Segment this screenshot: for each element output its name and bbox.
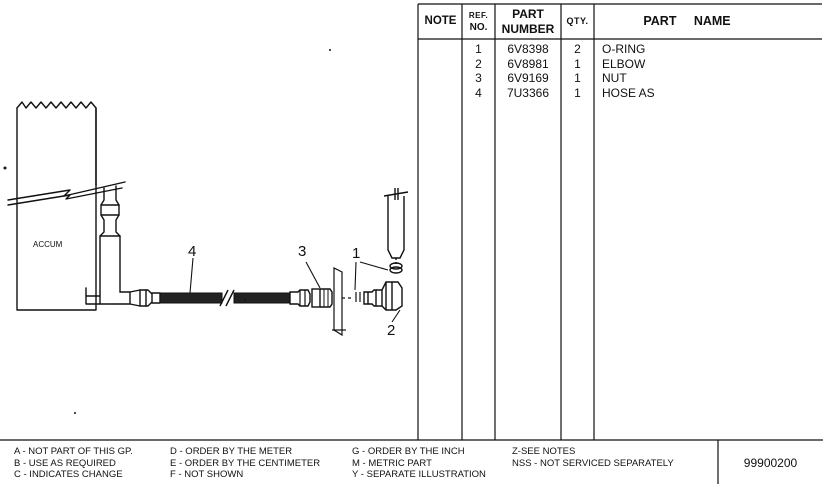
legend-col-4: Z-SEE NOTES NSS - NOT SERVICED SEPARATEL… [512,446,674,469]
accum-label: ACCUM [33,240,63,249]
legend-item: F - NOT SHOWN [170,469,244,480]
hose-fitting-left [129,289,153,307]
legend-item: G - ORDER BY THE INCH [352,446,465,457]
speck-dots [3,49,331,414]
ref-cell: 4 [475,85,482,100]
part-number-cell: 6V8981 [507,56,549,71]
qty-header: QTY. [566,16,589,26]
part-name-cell: O-RING [602,42,646,56]
legend-item: A - NOT PART OF THIS GP. [14,446,133,457]
accumulator-body [16,107,97,311]
legend-col-2: D - ORDER BY THE METER E - ORDER BY THE … [170,446,320,481]
qty-cell: 2 [574,42,581,56]
illustration-number: 99900200 [743,456,798,470]
legend-col-1: A - NOT PART OF THIS GP. B - USE AS REQU… [14,446,133,481]
part-number-header-bottom: NUMBER [501,22,555,36]
ref-cell: 2 [475,56,482,71]
ref-cell: 3 [475,71,482,85]
legend-item: D - ORDER BY THE METER [170,446,293,457]
ref-header-top: REF. [468,11,489,20]
vertical-pipe [99,187,105,293]
legend-item: Y - SEPARATE ILLUSTRATION [352,469,486,480]
callout-1: 1 [352,245,361,262]
part-name-cell: ELBOW [602,56,646,71]
part-name-cell: HOSE AS [602,85,655,100]
part-number-cell: 7U3366 [506,85,550,100]
callout-leaders [189,257,401,323]
legend-item: M - METRIC PART [352,457,432,469]
part-name-header: PART NAME [643,14,731,28]
hose-assembly [159,288,333,308]
callout-2: 2 [387,322,396,339]
qty-cell: 1 [574,56,581,71]
ref-header-bottom: NO. [469,22,488,33]
legend-item: B - USE AS REQUIRED [14,457,116,469]
callout-4: 4 [188,243,197,260]
legend-item: Z-SEE NOTES [512,446,576,457]
elbow-fitting [363,188,409,311]
legend-item: C - INDICATES CHANGE [14,469,123,480]
part-name-cell: NUT [602,71,627,85]
note-header: NOTE [424,15,457,27]
hydraulic-illustration [7,101,161,311]
qty-cell: 1 [574,85,581,100]
legend-col-3: G - ORDER BY THE INCH M - METRIC PART Y … [352,446,486,481]
part-number-cell: 6V9169 [507,71,549,85]
qty-cell: 1 [574,71,581,85]
part-number-header-top: PART [512,7,544,21]
bracket-panel [332,267,361,337]
ref-cell: 1 [475,42,482,56]
nut-part [311,288,321,308]
callout-3: 3 [298,243,307,260]
legend-item: NSS - NOT SERVICED SEPARATELY [512,457,674,469]
legend-item: E - ORDER BY THE CENTIMETER [170,457,321,469]
part-number-cell: 6V8398 [507,42,549,56]
